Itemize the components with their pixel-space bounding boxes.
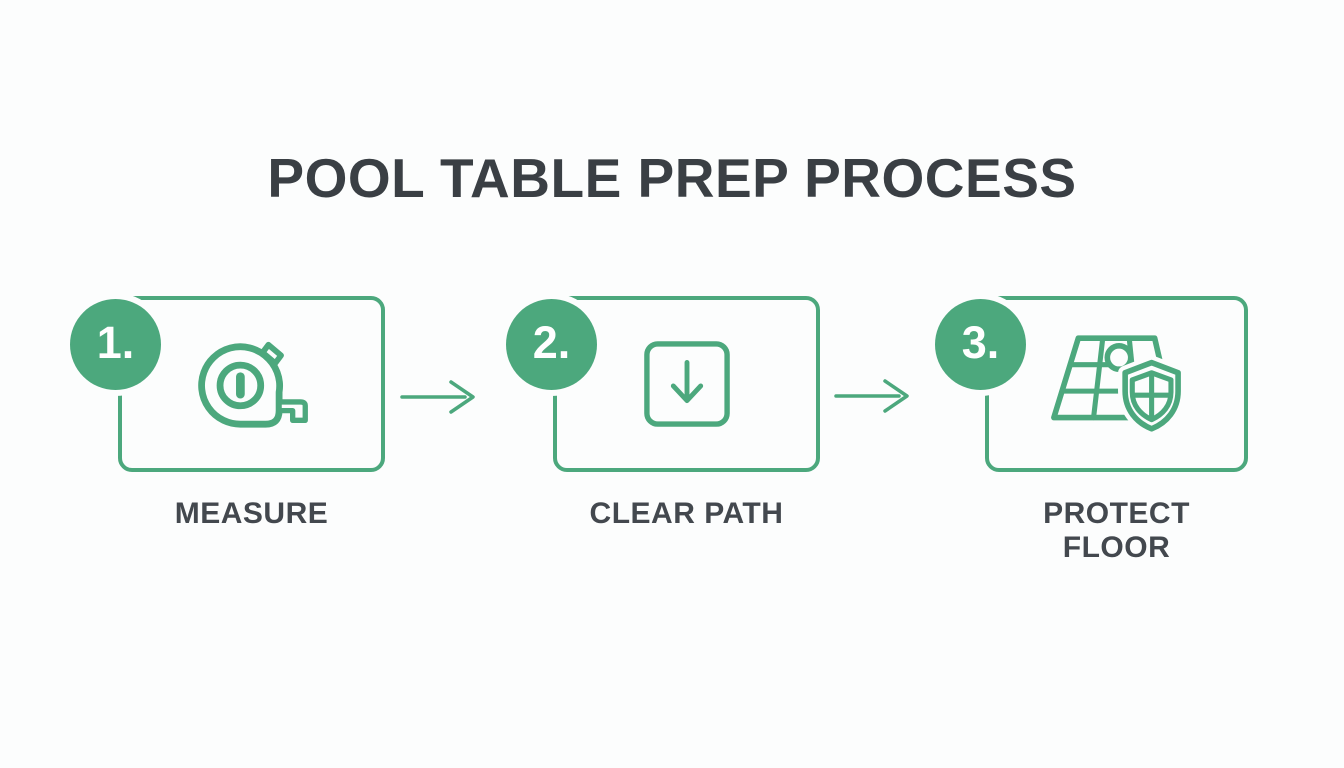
down-arrow-box-icon (643, 341, 730, 427)
page-title: POOL TABLE PREP PROCESS (267, 147, 1077, 209)
step-2-number: 2. (532, 316, 571, 368)
step-1-box (118, 296, 385, 472)
arrow-right-icon (400, 380, 475, 414)
step-3-label: PROTECT FLOOR (1043, 497, 1190, 564)
tape-measure-icon (197, 341, 308, 428)
step-2-label: CLEAR PATH (589, 497, 784, 530)
arrow-right-icon (834, 379, 909, 413)
step-1-label: MEASURE (174, 497, 329, 530)
step-3-number: 3. (961, 316, 1000, 368)
step-3-number-badge: 3. (935, 299, 1026, 390)
step-1-number: 1. (96, 316, 135, 368)
step-2-box (553, 296, 820, 472)
step-1-number-badge: 1. (70, 299, 161, 390)
floor-shield-icon (1050, 335, 1185, 436)
step-2-number-badge: 2. (506, 299, 597, 390)
step-3-box (985, 296, 1248, 472)
